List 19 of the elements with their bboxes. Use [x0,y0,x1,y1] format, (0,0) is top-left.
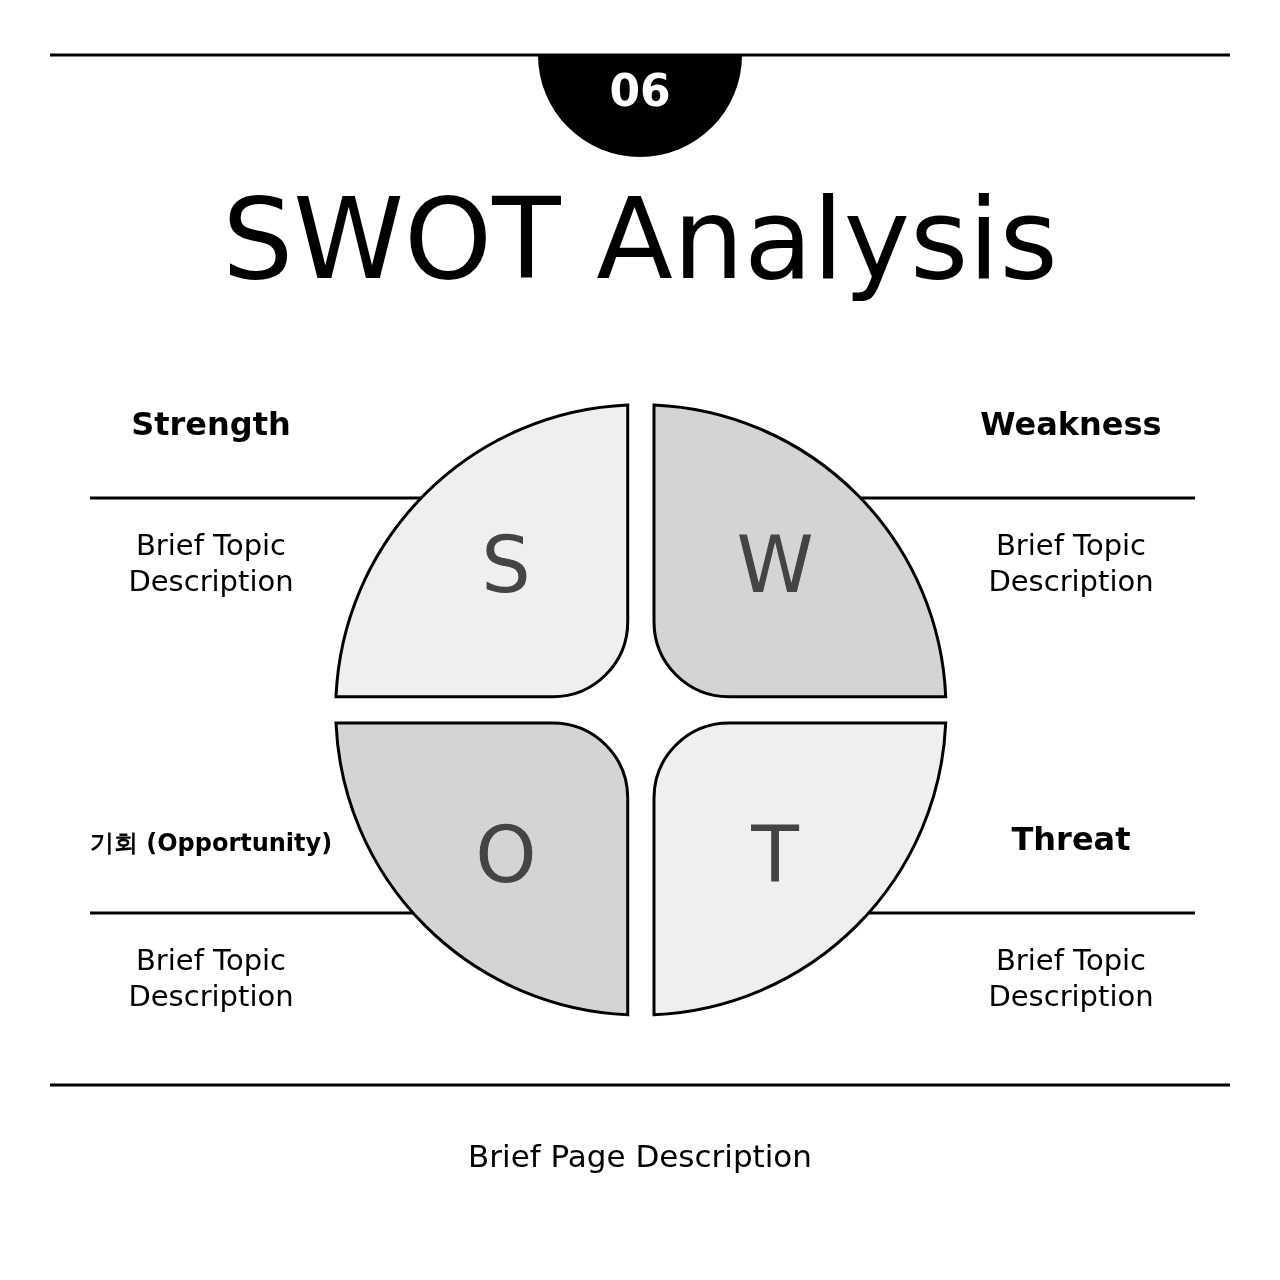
quadrant-shape [336,723,628,1015]
page-title: SWOT Analysis [221,178,1059,302]
side-heading: Weakness [979,405,1163,444]
quadrant-shape [654,405,946,697]
topic-description: Brief Topic Description [127,527,295,599]
topic-description: Brief Topic Description [987,942,1155,1014]
quadrant-letter: T [751,816,799,894]
topic-description: Brief Topic Description [987,527,1155,599]
topic-description: Brief Topic Description [127,942,295,1014]
quadrant-shape [336,405,628,697]
side-heading: Threat [1010,820,1132,859]
number-badge: 06 [538,55,742,157]
side-heading: 기회 (Opportunity) [88,829,334,858]
quadrant-letter: S [481,526,531,604]
quadrant-letter: W [736,526,814,604]
page-description: Brief Page Description [467,1138,813,1174]
quadrant-letter: O [475,816,537,894]
quadrant-shape [654,723,946,1015]
side-heading: Strength [130,405,292,444]
